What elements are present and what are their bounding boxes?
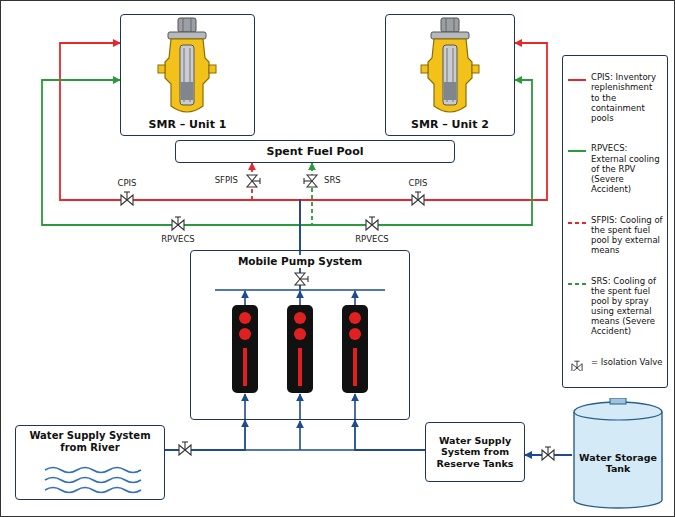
legend-sample — [568, 283, 586, 285]
node-label: Water Storage Tank — [576, 452, 660, 475]
node-label: SMR – Unit 1 — [149, 118, 227, 131]
river-waves — [45, 468, 141, 493]
legend-sample — [568, 222, 586, 224]
legend-sample — [567, 359, 587, 371]
line-label: SRS — [322, 176, 343, 185]
line-label: SFPIS — [213, 176, 240, 185]
isolation-valve — [542, 447, 554, 460]
line-label: RPVECS — [353, 235, 391, 244]
pipe-connector — [252, 163, 300, 250]
river-waves — [45, 488, 141, 493]
node-label: Mobile Pump System — [235, 255, 365, 268]
tank-outline — [610, 398, 626, 404]
pump-illustration — [232, 305, 368, 393]
reactor-illustration — [421, 18, 479, 112]
node-label: SMR – Unit 2 — [411, 118, 489, 131]
pump-piping — [354, 394, 356, 420]
pump-piping — [299, 394, 301, 420]
reactor-unit-box: SMR – Unit 1 — [120, 14, 255, 136]
pump-piping — [244, 394, 246, 420]
tank-outline — [574, 412, 662, 420]
legend-text: SFPIS: Cooling of the spent fuel pool by… — [591, 215, 663, 256]
node-label: Spent Fuel Pool — [267, 145, 364, 158]
pump-illustration — [287, 305, 313, 393]
isolation-valve — [295, 273, 308, 285]
line-label: CPIS — [407, 179, 430, 188]
legend-text: RPVECS: External cooling of the RPV (Sev… — [591, 143, 663, 194]
isolation-valve — [304, 175, 317, 187]
pipe-connector — [60, 43, 300, 250]
legend-text: = Isolation Valve — [591, 357, 663, 367]
isolation-valve — [412, 192, 424, 205]
pipe-connector — [300, 80, 532, 250]
legend-item: CPIS: Inventory replenishment to the con… — [567, 72, 663, 123]
legend-sample — [567, 74, 587, 86]
line-label: CPIS — [116, 179, 139, 188]
pump-piping — [299, 291, 301, 305]
legend-text: CPIS: Inventory replenishment to the con… — [591, 72, 663, 123]
legend-sample — [567, 145, 587, 157]
isolation-valve — [247, 175, 260, 187]
pipe-connector — [165, 420, 245, 450]
river-waves — [45, 478, 141, 483]
reactor-illustration — [158, 18, 479, 112]
legend-sample — [567, 217, 587, 229]
pool-box: Spent Fuel Pool — [175, 140, 455, 163]
isolation-valve — [121, 175, 554, 460]
water-supply-box: Water Supply System from River — [15, 425, 165, 500]
isolation-valve — [366, 217, 378, 230]
isolation-valve — [179, 442, 191, 455]
legend-item: = Isolation Valve — [567, 357, 663, 371]
legend-text: SRS: Cooling of the spent fuel pool by s… — [591, 276, 663, 337]
legend-sample — [567, 278, 587, 290]
isolation-valve — [172, 217, 184, 230]
pump-piping — [215, 290, 385, 450]
pump-system-box: Mobile Pump System — [190, 250, 410, 420]
node-label: Water Supply System from River — [20, 430, 160, 454]
pump-piping — [354, 291, 356, 305]
legend-item: RPVECS: External cooling of the RPV (Sev… — [567, 143, 663, 194]
legend-item: SRS: Cooling of the spent fuel pool by s… — [567, 276, 663, 337]
reactor-illustration — [158, 18, 216, 112]
legend-sample — [568, 150, 586, 152]
legend-sample — [572, 361, 582, 371]
pump-illustration — [342, 305, 368, 393]
isolation-valve — [121, 192, 133, 205]
node-label: Water Supply System from Reserve Tanks — [430, 435, 520, 469]
tank-outline — [574, 402, 662, 508]
pipe-connector — [42, 80, 300, 250]
reactor-unit-box: SMR – Unit 2 — [385, 14, 515, 136]
legend-item: SFPIS: Cooling of the spent fuel pool by… — [567, 215, 663, 256]
legend-sample — [568, 79, 586, 81]
storage-tank: Water Storage Tank — [572, 398, 664, 510]
water-supply-box: Water Supply System from Reserve Tanks — [425, 422, 525, 482]
pump-piping — [299, 421, 301, 450]
pipe-connector — [355, 420, 425, 450]
pump-piping — [244, 291, 246, 305]
pump-illustration — [232, 305, 258, 393]
line-label: RPVECS — [159, 235, 197, 244]
river-waves — [45, 468, 141, 473]
legend-box: CPIS: Inventory replenishment to the con… — [562, 55, 668, 388]
